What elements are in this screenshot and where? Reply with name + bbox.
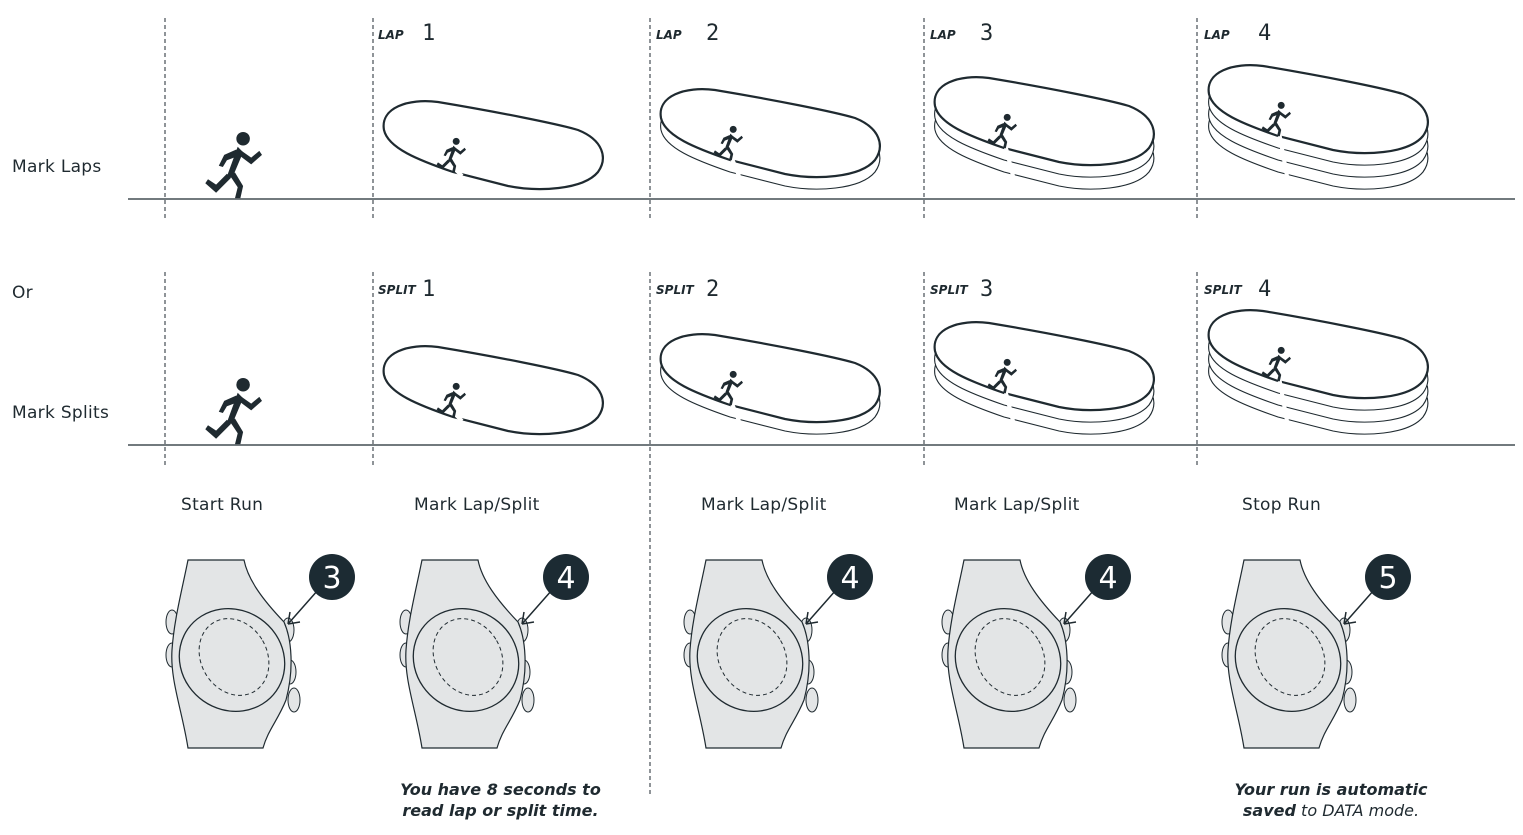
track-icon — [659, 333, 881, 424]
track-icon — [1207, 64, 1429, 155]
stage-label-start-run: Start Run — [181, 495, 264, 515]
runner-icon — [205, 377, 262, 445]
split-label-4: SPLIT — [1204, 283, 1243, 297]
track-start-gap — [1003, 143, 1015, 177]
row-label-or: Or — [12, 283, 33, 303]
split-number-1: 1 — [422, 277, 435, 302]
watch-icon: 4 — [683, 554, 873, 749]
split-track-3 — [933, 321, 1155, 435]
watch-face — [1234, 607, 1342, 713]
arrow-icon — [805, 589, 837, 625]
stage-label-mark-3: Mark Lap/Split — [954, 495, 1080, 515]
track-icon — [933, 76, 1155, 167]
watch-screen — [974, 618, 1046, 696]
lap-label-1: LAP — [378, 28, 404, 42]
watch-icon: 4 — [941, 554, 1131, 749]
button-badge-icon — [1365, 554, 1411, 600]
lap-track-4 — [1207, 64, 1429, 190]
button-badge-icon — [1085, 554, 1131, 600]
watch-face — [412, 607, 520, 713]
split-track-4 — [1207, 309, 1429, 435]
arrow-icon — [287, 589, 319, 625]
arrow-icon — [521, 589, 553, 625]
lap-label-3: LAP — [930, 28, 956, 42]
track-icon — [382, 345, 604, 436]
watch-side-button — [1063, 687, 1077, 713]
lap-number-1: 1 — [422, 21, 435, 46]
stage-label-mark-2: Mark Lap/Split — [701, 495, 827, 515]
watch-side-button — [287, 687, 301, 713]
track-start-gap — [1277, 376, 1289, 422]
watch-side-button — [521, 687, 535, 713]
track-start-gap — [729, 155, 741, 177]
split-label-1: SPLIT — [378, 283, 417, 297]
watch-icon: 5 — [1221, 554, 1411, 749]
split-number-3: 3 — [980, 277, 993, 302]
lap-number-4: 4 — [1258, 21, 1271, 46]
watch-face — [954, 607, 1062, 713]
split-number-2: 2 — [706, 277, 719, 302]
split-label-3: SPLIT — [930, 283, 969, 297]
arrow-icon — [1063, 589, 1095, 625]
lap-number-3: 3 — [980, 21, 993, 46]
row-label-mark-laps: Mark Laps — [12, 157, 102, 177]
button-badge-icon — [827, 554, 873, 600]
arrow-icon — [1343, 589, 1375, 625]
lap-time-note: You have 8 seconds to read lap or split … — [400, 780, 601, 820]
split-track-1 — [382, 345, 604, 436]
button-badge-icon — [543, 554, 589, 600]
lap-track-1 — [382, 100, 604, 191]
watch-screen — [716, 618, 788, 696]
watch-screen — [1254, 618, 1326, 696]
button-badge-number: 4 — [1098, 561, 1117, 596]
watch-side-button — [1343, 687, 1357, 713]
button-badge-number: 4 — [556, 561, 575, 596]
watch-face — [696, 607, 804, 713]
stage-label-mark-1: Mark Lap/Split — [414, 495, 540, 515]
watch-icon: 4 — [399, 554, 589, 749]
auto-save-note: Your run is automatic saved to DATA mode… — [1234, 780, 1428, 820]
split-track-2 — [659, 333, 881, 435]
button-badge-icon — [309, 554, 355, 600]
track-start-gap — [729, 400, 741, 422]
lap-track-3 — [933, 76, 1155, 190]
watch-face — [178, 607, 286, 713]
watch-icon: 3 — [165, 554, 355, 749]
track-start-gap — [1003, 388, 1015, 422]
button-badge-number: 3 — [322, 561, 341, 596]
lap-track-2 — [659, 88, 881, 190]
lap-number-2: 2 — [706, 21, 719, 46]
runner-icon — [205, 131, 262, 199]
button-badge-number: 4 — [840, 561, 859, 596]
lap-label-2: LAP — [656, 28, 682, 42]
split-number-4: 4 — [1258, 277, 1271, 302]
track-icon — [933, 321, 1155, 412]
split-label-2: SPLIT — [656, 283, 695, 297]
track-icon — [659, 88, 881, 179]
watch-side-button — [805, 687, 819, 713]
button-badge-number: 5 — [1378, 561, 1397, 596]
track-start-gap — [1277, 131, 1289, 177]
track-icon — [1207, 309, 1429, 400]
track-icon — [382, 100, 604, 191]
lap-label-4: LAP — [1204, 28, 1230, 42]
stage-label-stop-run: Stop Run — [1242, 495, 1322, 515]
row-label-mark-splits: Mark Splits — [12, 403, 110, 423]
